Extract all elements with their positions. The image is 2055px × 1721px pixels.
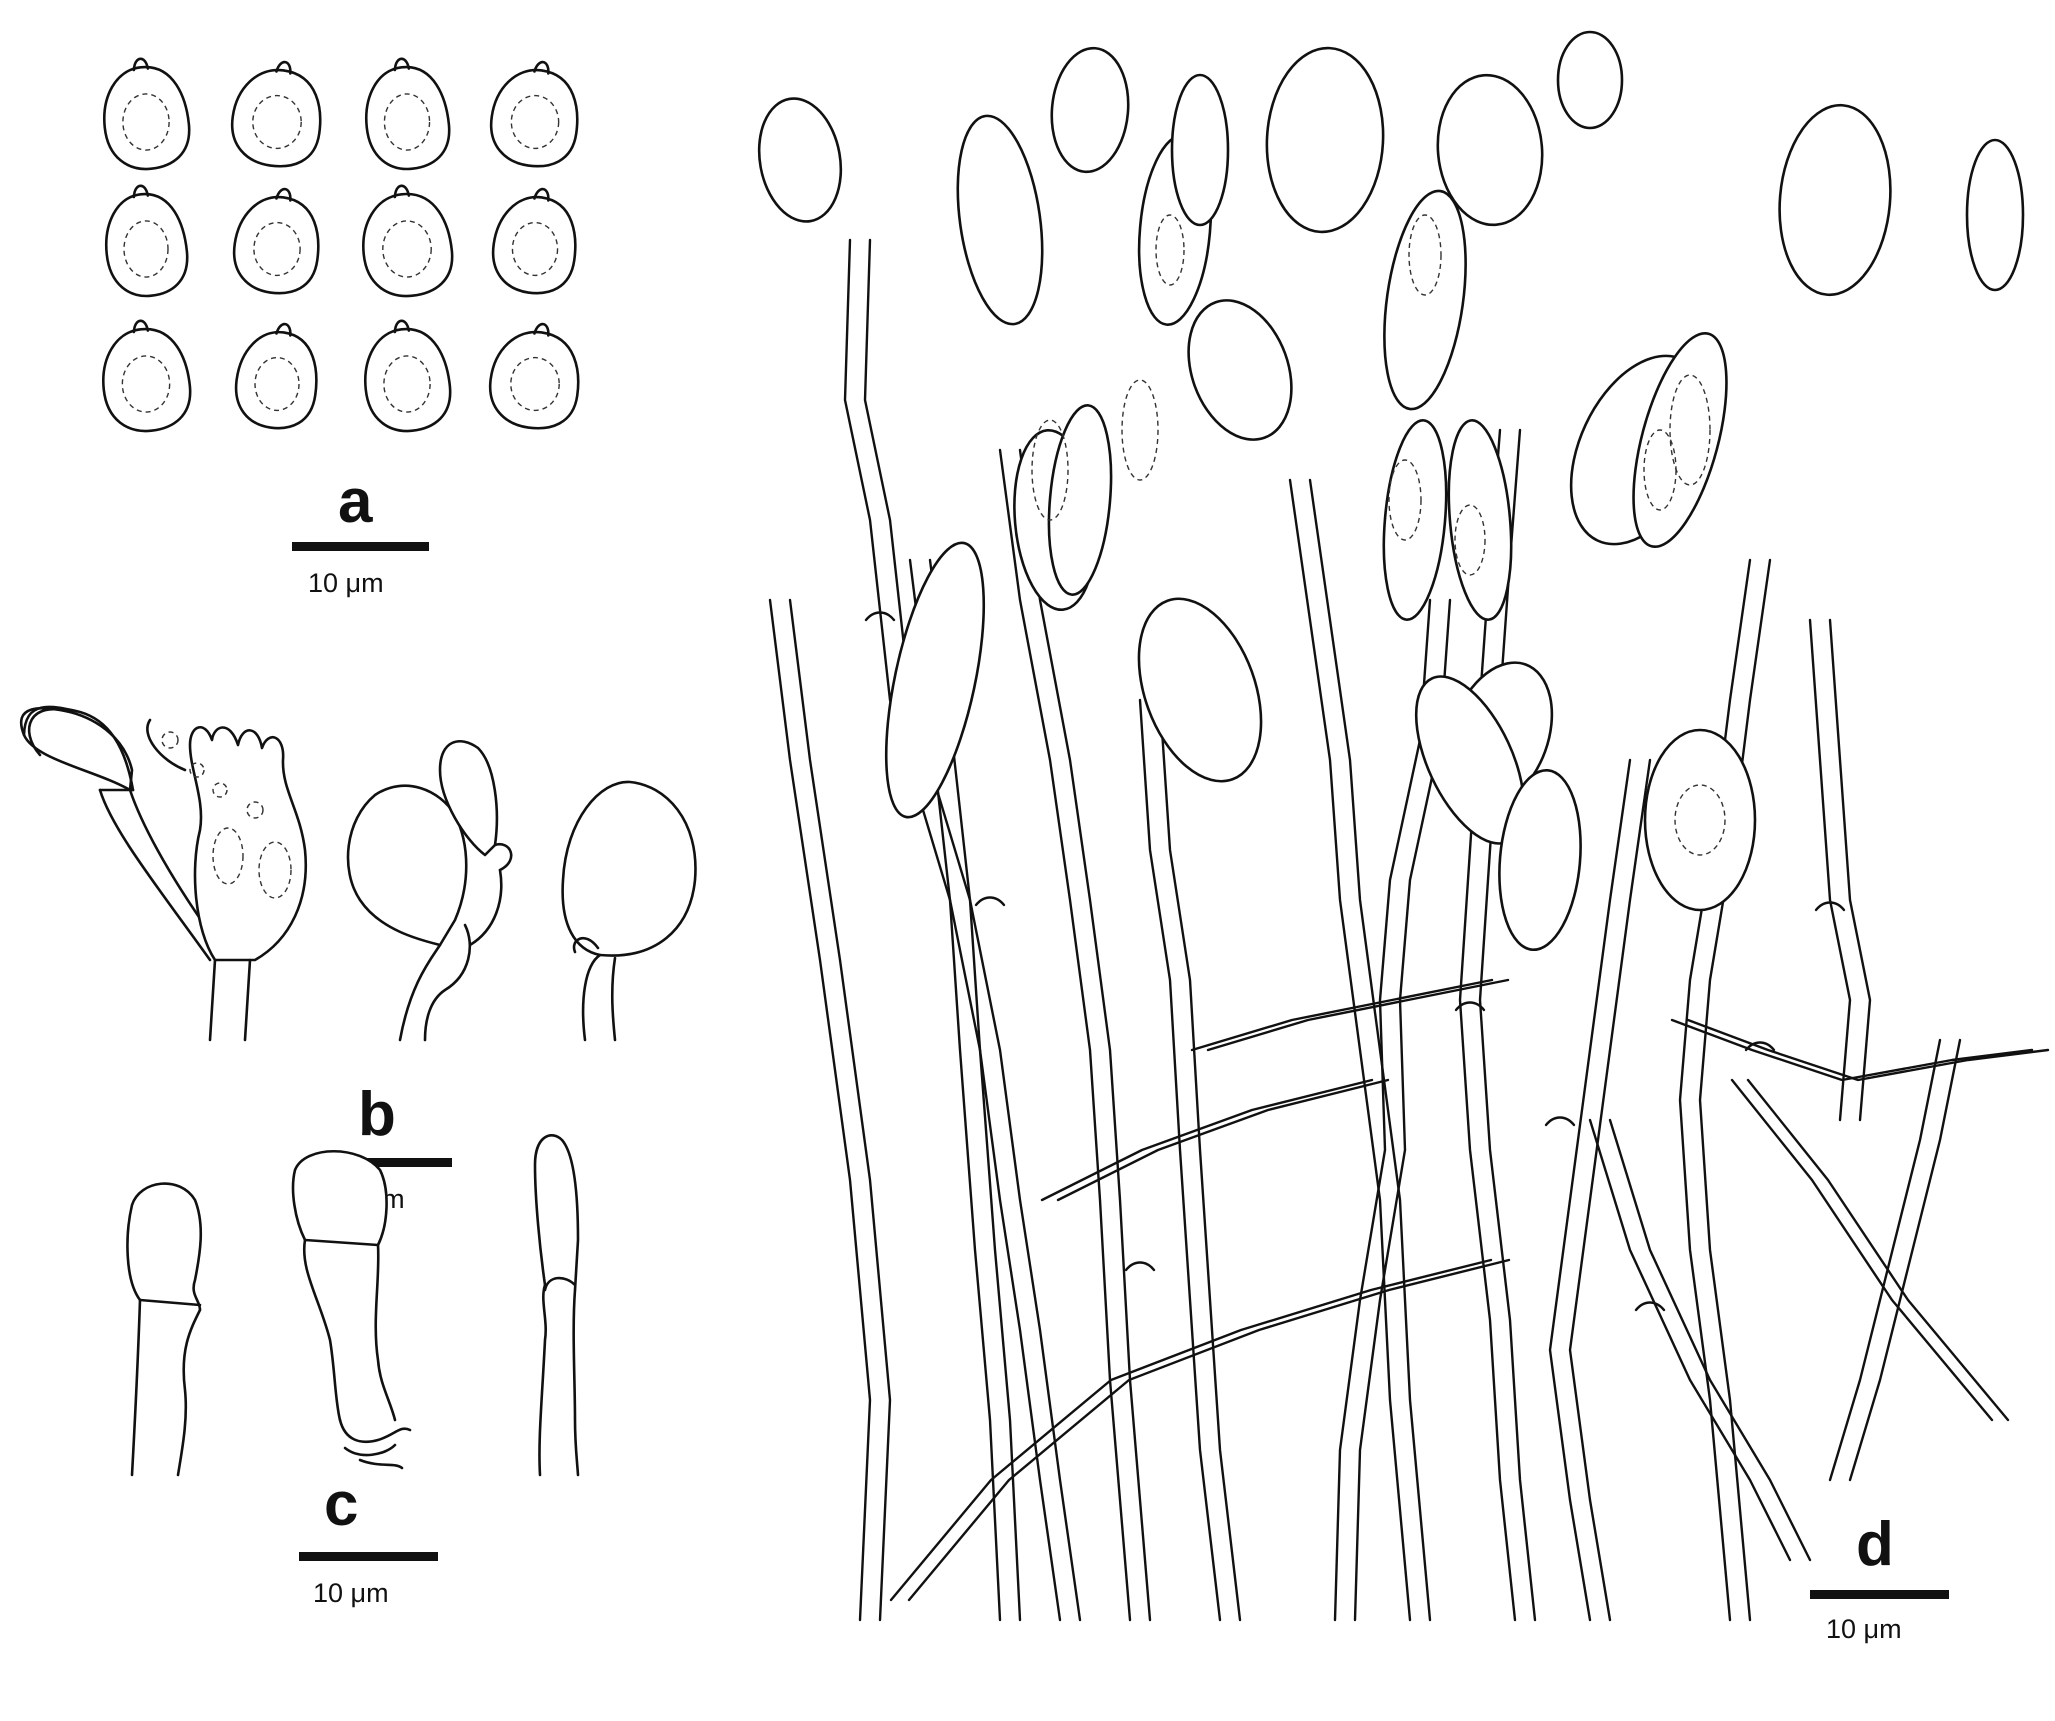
panel-c: c 10 μm	[126, 1134, 580, 1608]
spore	[103, 57, 191, 171]
hypha	[1288, 478, 1432, 1622]
hypha	[998, 448, 1152, 1622]
basidium	[1047, 404, 1113, 596]
cystidium	[1965, 138, 2025, 292]
hypha	[1588, 1118, 1812, 1562]
basidium	[956, 114, 1044, 326]
spore	[102, 319, 192, 433]
cystidium	[1556, 30, 1624, 130]
basidiole	[1778, 103, 1892, 297]
cystidium	[884, 541, 986, 819]
hypha	[1138, 698, 1242, 1622]
panel-d: d 10 μm	[757, 30, 2050, 1644]
basidiole	[1137, 597, 1263, 783]
basidiole	[1498, 768, 1582, 952]
cystidium-right	[533, 1134, 580, 1291]
spore	[104, 184, 189, 298]
basidium	[1383, 189, 1467, 411]
hypha	[768, 598, 892, 1622]
panel-b-scale-bar	[313, 1158, 452, 1167]
spore	[489, 60, 579, 168]
panel-d-scale-bar	[1810, 1590, 1949, 1599]
hypha	[889, 1258, 1511, 1602]
cystidium-left	[126, 1182, 203, 1311]
spore-grid	[102, 57, 580, 433]
panel-d-scale-label: 10 μm	[1826, 1614, 1902, 1644]
hypha	[1828, 1038, 1962, 1482]
panel-a-scale-bar	[292, 542, 429, 551]
hypha	[1190, 978, 1510, 1052]
panel-b-letter: b	[358, 1080, 396, 1149]
basidiole-left	[19, 706, 134, 792]
basidiole-middle	[346, 784, 468, 947]
spore	[232, 187, 320, 295]
hypha	[1040, 1078, 1390, 1202]
hypha	[843, 238, 1082, 1622]
terminal-cells	[757, 30, 2025, 1312]
cystidium	[1170, 73, 1230, 227]
spore	[362, 184, 454, 298]
hypha	[1730, 1078, 2010, 1422]
spore	[364, 319, 452, 433]
spore	[234, 322, 318, 430]
panel-a: a 10 μm	[102, 57, 580, 598]
basidiole	[1436, 73, 1544, 227]
basidiole-small	[438, 739, 499, 857]
basidiole	[1050, 46, 1130, 174]
panel-a-scale-label: 10 μm	[308, 568, 384, 598]
panel-d-letter: d	[1856, 1510, 1894, 1579]
hypha	[1808, 618, 1872, 1122]
spore	[491, 187, 577, 295]
hypha	[1670, 1018, 2050, 1082]
panel-b: b 10 μm	[19, 705, 697, 1214]
panel-a-letter: a	[338, 467, 373, 536]
panel-c-scale-label: 10 μm	[313, 1578, 389, 1608]
basidium	[1643, 728, 1757, 912]
basidiole-right	[561, 780, 697, 957]
spore	[488, 322, 580, 430]
spore	[364, 57, 451, 171]
basidium	[1447, 419, 1513, 621]
basidiole	[1265, 46, 1385, 234]
panel-c-letter: c	[324, 1470, 358, 1539]
cystidium-middle	[291, 1150, 388, 1247]
hypha	[1548, 758, 1652, 1622]
basidiole	[1187, 299, 1293, 441]
basidium	[1382, 419, 1448, 621]
basidium-four-spored	[188, 726, 308, 962]
basidiole	[757, 97, 843, 223]
spore	[230, 60, 322, 168]
basidium	[1632, 331, 1728, 549]
panel-c-scale-bar	[299, 1552, 438, 1561]
